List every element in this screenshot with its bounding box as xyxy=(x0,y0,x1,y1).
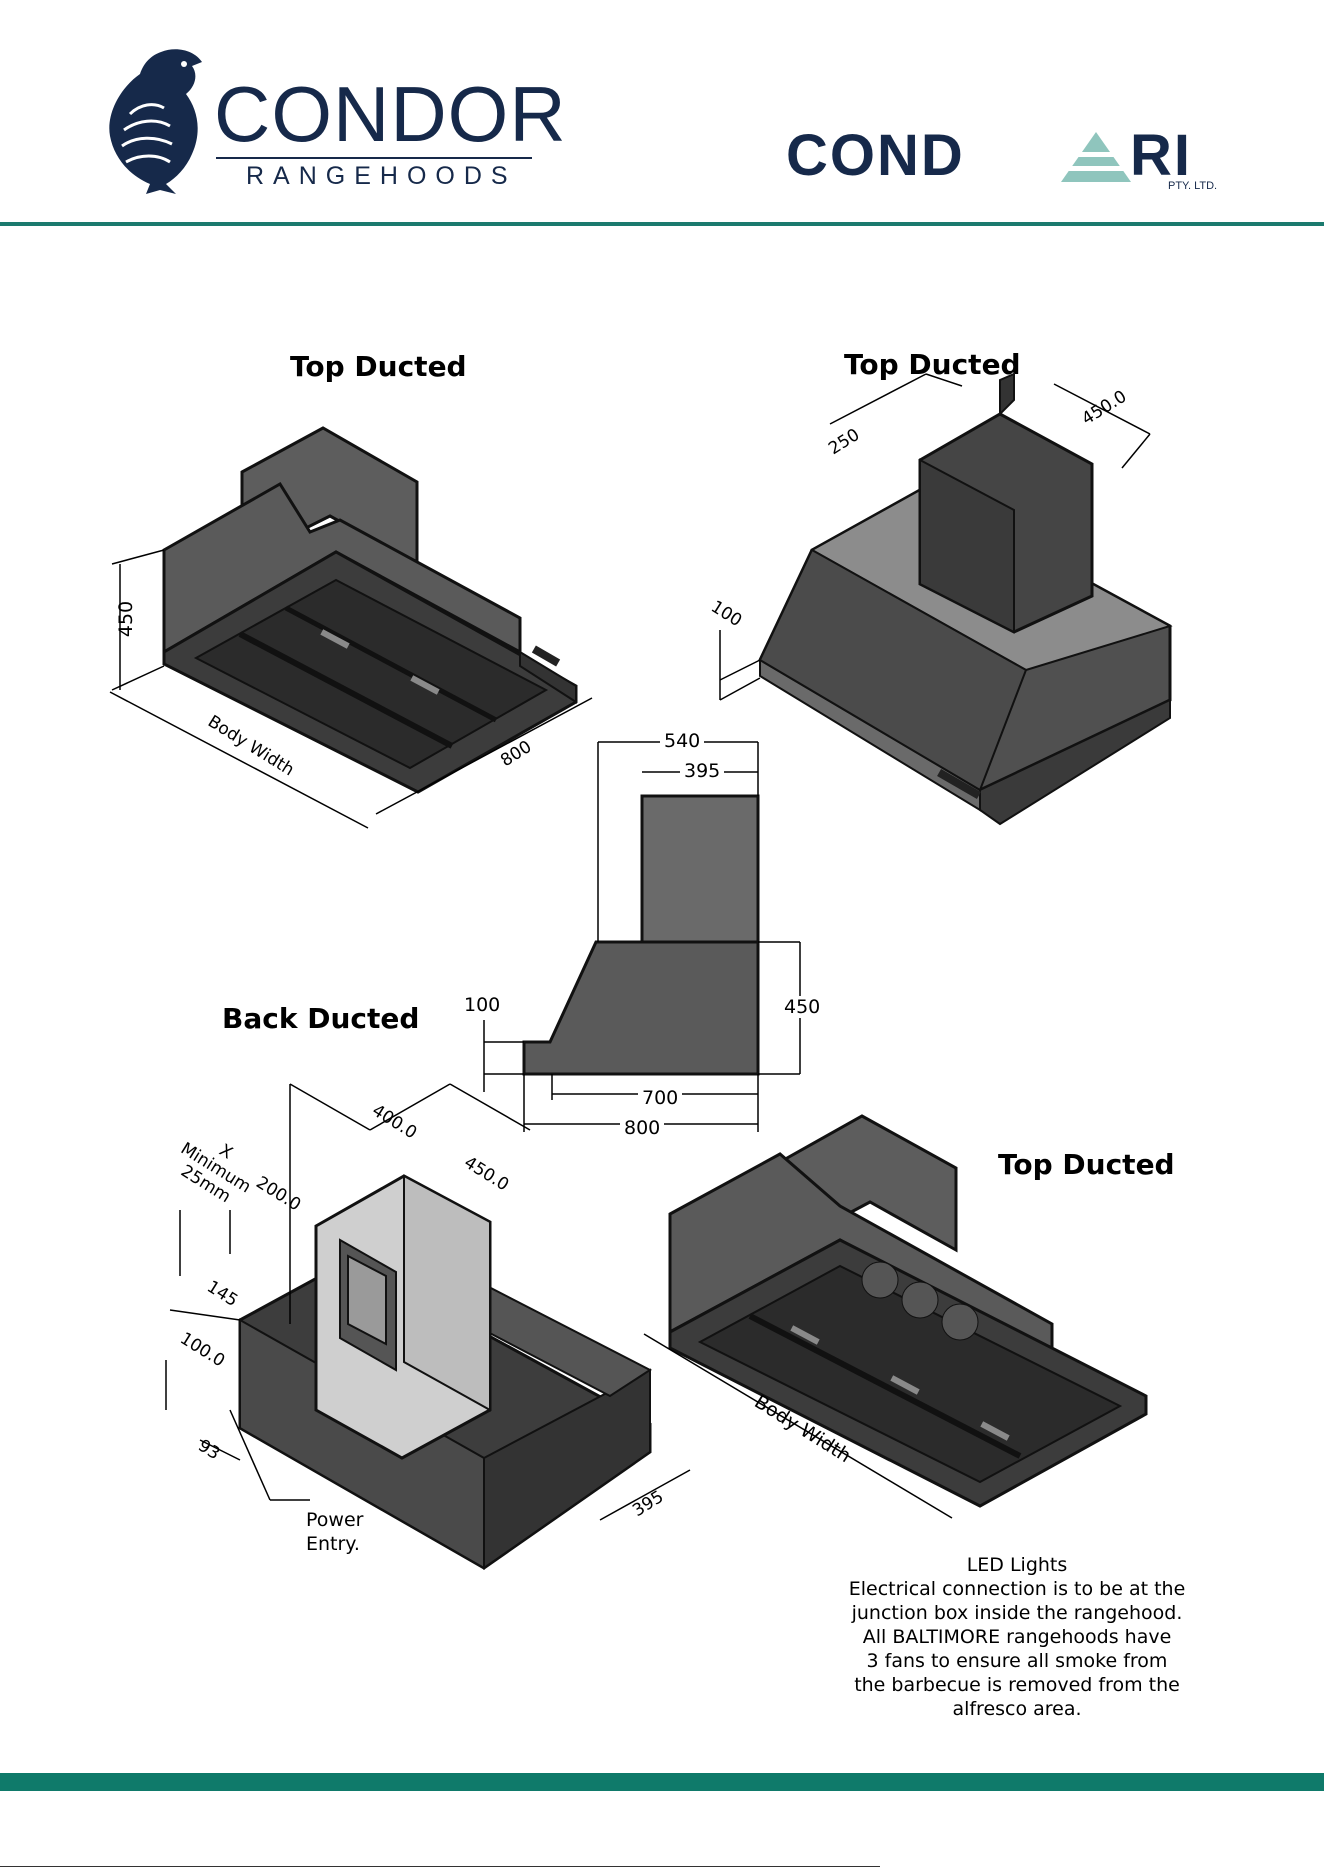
condari-wordmark-left: COND xyxy=(786,123,965,188)
top-ducted-isometric-bottom-right xyxy=(643,1114,1148,1519)
led-notes: LED Lights Electrical connection is to b… xyxy=(842,1553,1192,1721)
dim-inner-depth: 700 xyxy=(638,1087,683,1109)
dim-top-outer: 540 xyxy=(660,730,705,752)
condari-logo: COND RI PTY. LTD. xyxy=(786,126,1218,198)
top-ducted-isometric-right xyxy=(719,372,1173,826)
dim-top-inner: 395 xyxy=(680,760,725,782)
note-line: junction box inside the rangehood. xyxy=(851,1602,1183,1624)
view-title-top-left: Top Ducted xyxy=(290,350,467,383)
note-line: LED Lights xyxy=(966,1554,1068,1576)
dim-lip-side: 100 xyxy=(464,994,501,1016)
dim-height-side: 450 xyxy=(784,996,821,1018)
header-rule xyxy=(0,222,1324,226)
back-ducted-isometric xyxy=(165,1083,691,1570)
view-title-back: Back Ducted xyxy=(222,1002,420,1035)
power-entry-callout: Power Entry. xyxy=(306,1509,364,1555)
note-line: Electrical connection is to be at the xyxy=(848,1578,1186,1600)
footer-rule xyxy=(0,1866,880,1867)
footer-bar xyxy=(0,1773,1324,1791)
condor-subtitle: RANGEHOODS xyxy=(246,162,517,190)
pyramid-icon xyxy=(1061,132,1131,182)
condari-suffix: PTY. LTD. xyxy=(1168,180,1218,192)
dim-height-top-left: 450 xyxy=(115,600,138,638)
condor-wordmark-rule xyxy=(216,157,532,159)
note-line: All BALTIMORE rangehoods have xyxy=(862,1626,1172,1648)
view-title-bottom-right: Top Ducted xyxy=(998,1148,1175,1181)
condor-bird-logo xyxy=(109,49,202,195)
top-ducted-isometric-left xyxy=(109,426,593,829)
dim-depth-side: 800 xyxy=(620,1117,665,1139)
note-line: the barbecue is removed from the xyxy=(854,1674,1180,1696)
note-line: 3 fans to ensure all smoke from xyxy=(866,1650,1168,1672)
condari-wordmark-right: RI xyxy=(1130,123,1192,188)
condor-wordmark: CONDOR xyxy=(214,70,567,158)
note-line: alfresco area. xyxy=(952,1698,1082,1720)
side-elevation xyxy=(483,741,801,1132)
